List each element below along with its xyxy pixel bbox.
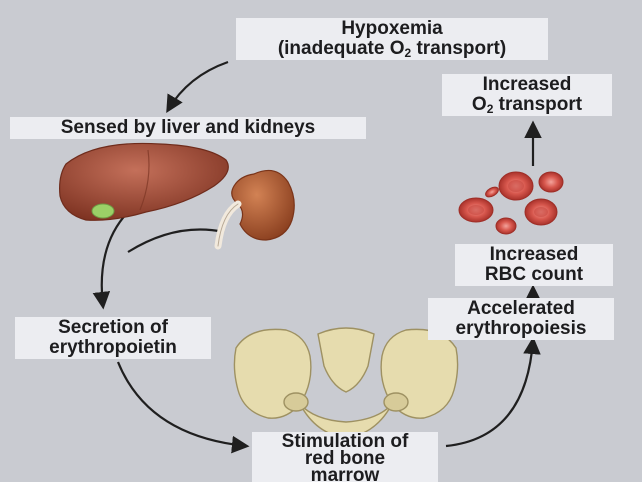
kidney-icon — [214, 169, 295, 250]
secretion-line1: Secretion of — [58, 317, 168, 338]
o2-transport-pre: O — [471, 94, 487, 115]
pelvis-bone-icon — [233, 327, 459, 439]
arrow-secretion-to-stimulation — [116, 361, 250, 454]
hypoxemia-subtitle-pre: (inadequate O — [277, 38, 405, 59]
arrow-stimulation-to-accelerated — [445, 336, 541, 448]
rbc-count-line2: RBC count — [484, 264, 584, 285]
arrow-hypoxemia-to-sensed — [166, 60, 229, 114]
secretion-line2: erythropoietin — [49, 337, 177, 358]
accelerated-label: Accelerated erythropoiesis — [428, 298, 614, 340]
hypoxemia-subtitle-sub: 2 — [404, 46, 412, 60]
stimulation-line2: red bone — [304, 448, 386, 469]
stimulation-label: Stimulation of red bone marrow — [252, 432, 438, 482]
stimulation-line3: marrow — [310, 465, 380, 482]
liver-icon — [59, 142, 229, 221]
hypoxemia-label: Hypoxemia (inadequate O2 transport) — [236, 18, 548, 60]
ureter-icon — [214, 200, 242, 250]
accelerated-line2: erythropoiesis — [455, 318, 587, 339]
hypoxemia-subtitle: (inadequate O2 transport) — [242, 38, 542, 60]
arrow-liver-to-secretion — [92, 211, 129, 310]
rbc-count-line1: Increased — [489, 244, 579, 265]
o2-transport-line2: O2 transport — [448, 94, 606, 116]
gallbladder-icon — [91, 203, 115, 219]
cycle-arrows — [92, 60, 542, 454]
rbc-count-label: Increased RBC count — [455, 244, 613, 286]
secretion-label: Secretion of erythropoietin — [15, 317, 211, 359]
hypoxemia-subtitle-post: transport) — [411, 38, 507, 59]
o2-transport-label: Increased O2 transport — [442, 74, 612, 116]
o2-transport-sub: 2 — [486, 102, 494, 116]
accelerated-line1: Accelerated — [467, 298, 575, 319]
o2-transport-post: transport — [493, 94, 583, 115]
red-blood-cells-icon — [458, 171, 564, 235]
o2-transport-line1: Increased — [482, 74, 572, 95]
arrow-kidney-line — [127, 228, 225, 253]
hypoxemia-title: Hypoxemia — [341, 18, 443, 39]
stimulation-line1: Stimulation of — [281, 431, 409, 452]
sensed-label: Sensed by liver and kidneys — [10, 117, 366, 139]
